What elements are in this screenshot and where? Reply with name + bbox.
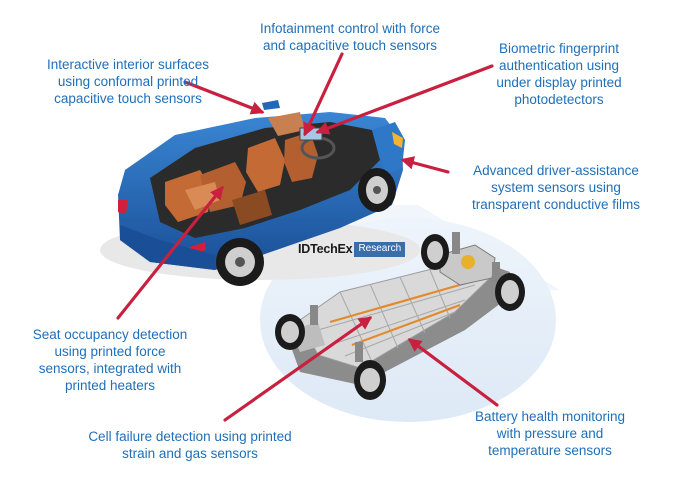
label-battery-line-1: Battery health monitoring [474, 409, 626, 424]
battery-chassis-illustration [275, 232, 525, 400]
label-adas: Advanced driver-assistance system sensor… [456, 162, 656, 213]
label-biometric-line-4: photodetectors [514, 92, 604, 107]
label-interior-line-2: using conformal printed [57, 74, 199, 89]
arrow-adas [400, 156, 450, 174]
label-biometric: Biometric fingerprint authentication usi… [474, 40, 644, 108]
label-seat-line-1: Seat occupancy detection [32, 327, 188, 342]
label-seat-line-2: using printed force [54, 344, 166, 359]
label-biometric-line-2: authentication using [498, 58, 620, 73]
label-interior: Interactive interior surfaces using conf… [28, 56, 228, 107]
label-biometric-line-1: Biometric fingerprint [498, 41, 620, 56]
brand-name: IDTechEx [298, 242, 353, 256]
label-infotainment-line-1: Infotainment control with force [259, 21, 441, 36]
label-biometric-line-3: under display printed [496, 75, 622, 90]
label-battery: Battery health monitoring with pressure … [455, 408, 645, 459]
car-illustration [100, 100, 420, 286]
label-cell-line-1: Cell failure detection using printed [88, 429, 292, 444]
label-seat-line-3: sensors, integrated with [38, 361, 182, 376]
label-battery-line-3: temperature sensors [488, 443, 612, 458]
label-infotainment-line-2: and capacitive touch sensors [262, 38, 438, 53]
arrow-interior [183, 80, 265, 115]
label-adas-line-3: transparent conductive films [471, 197, 641, 212]
label-adas-line-2: system sensors using [491, 180, 621, 195]
arrow-biometric [315, 64, 494, 135]
label-interior-line-1: Interactive interior surfaces [46, 57, 210, 72]
arrow-cell [223, 316, 373, 422]
arrow-seat [116, 185, 224, 320]
label-infotainment: Infotainment control with force and capa… [240, 20, 460, 54]
label-battery-line-2: with pressure and [496, 426, 604, 441]
label-cell-line-2: strain and gas sensors [122, 446, 258, 461]
label-cell: Cell failure detection using printed str… [70, 428, 310, 462]
label-seat: Seat occupancy detection using printed f… [20, 326, 200, 394]
arrow-battery [407, 338, 499, 407]
brand-tag: Research [354, 241, 406, 257]
label-adas-line-1: Advanced driver-assistance [473, 163, 639, 178]
arrow-infotainment [303, 52, 344, 137]
label-interior-line-3: capacitive touch sensors [54, 91, 202, 106]
brand-logo: IDTechEx Research [298, 241, 406, 257]
label-seat-line-4: printed heaters [64, 378, 156, 393]
